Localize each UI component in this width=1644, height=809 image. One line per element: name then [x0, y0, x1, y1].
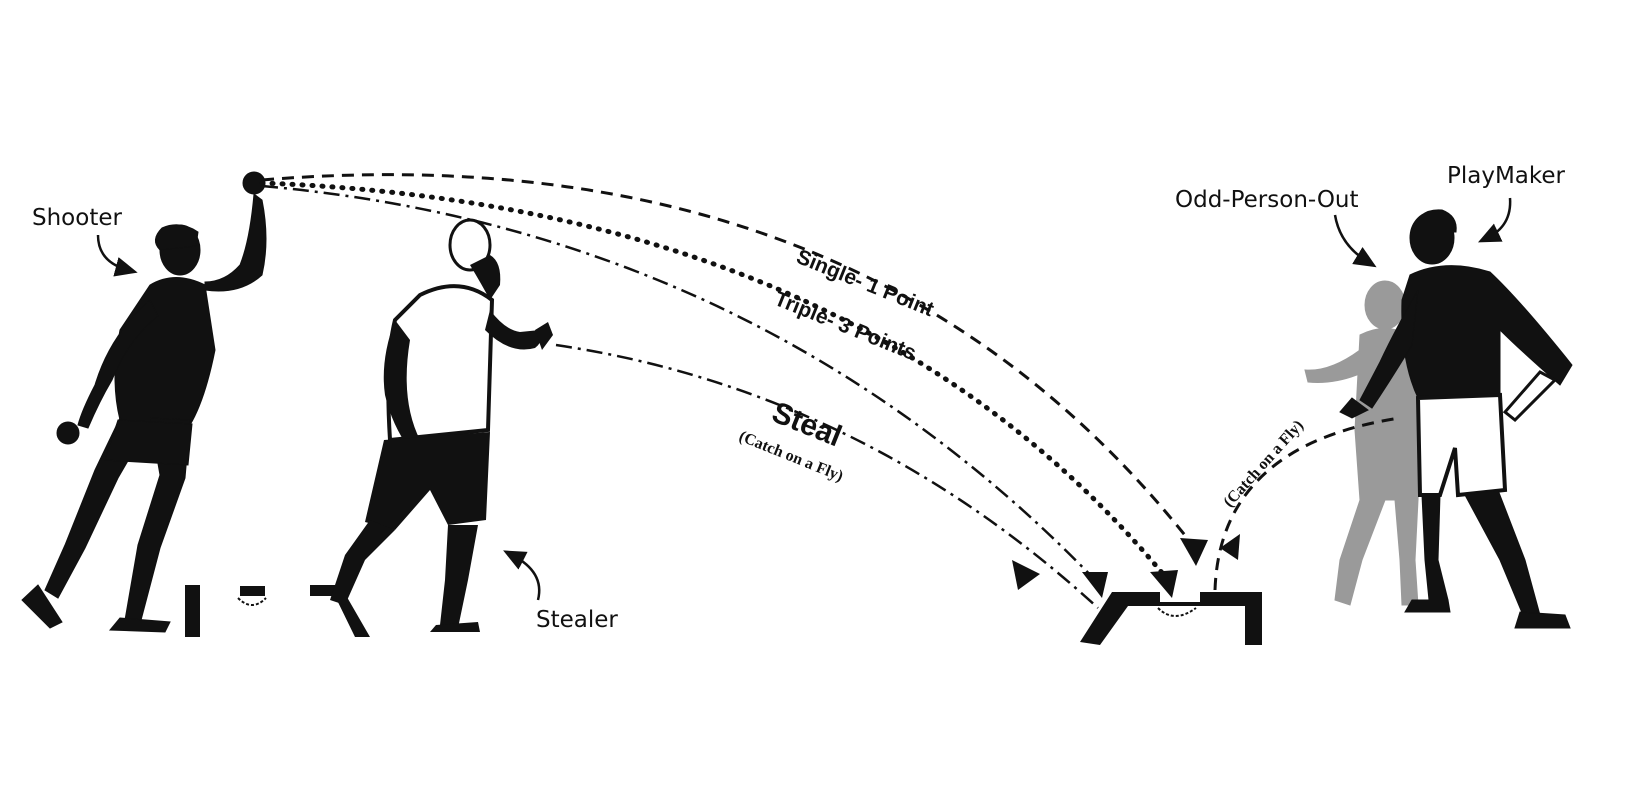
playmaker-pointer-arrow	[1477, 197, 1512, 243]
shooter-figure	[21, 171, 267, 633]
shooter-pointer-arrow	[96, 234, 138, 277]
odd-person-out-pointer-arrow	[1333, 214, 1377, 268]
triple-throw-path	[259, 180, 1178, 598]
left-cornhole-board	[185, 585, 370, 637]
single-throw-path	[261, 173, 1208, 566]
steal-path	[555, 343, 1099, 609]
playmaker-label: PlayMaker	[1447, 163, 1566, 189]
shooter-label: Shooter	[32, 205, 122, 231]
right-cornhole-board	[1080, 592, 1262, 645]
playmaker-figure	[1339, 209, 1573, 629]
stealer-pointer-arrow	[503, 550, 541, 601]
return-catch-note: (Catch on a Fly)	[1220, 417, 1307, 511]
stealer-label: Stealer	[536, 607, 618, 633]
odd-person-out-label: Odd-Person-Out	[1175, 187, 1359, 213]
stealer-throw-path	[261, 184, 1108, 598]
catch-on-fly-return-path	[1213, 416, 1401, 591]
stealer-figure	[330, 218, 553, 632]
